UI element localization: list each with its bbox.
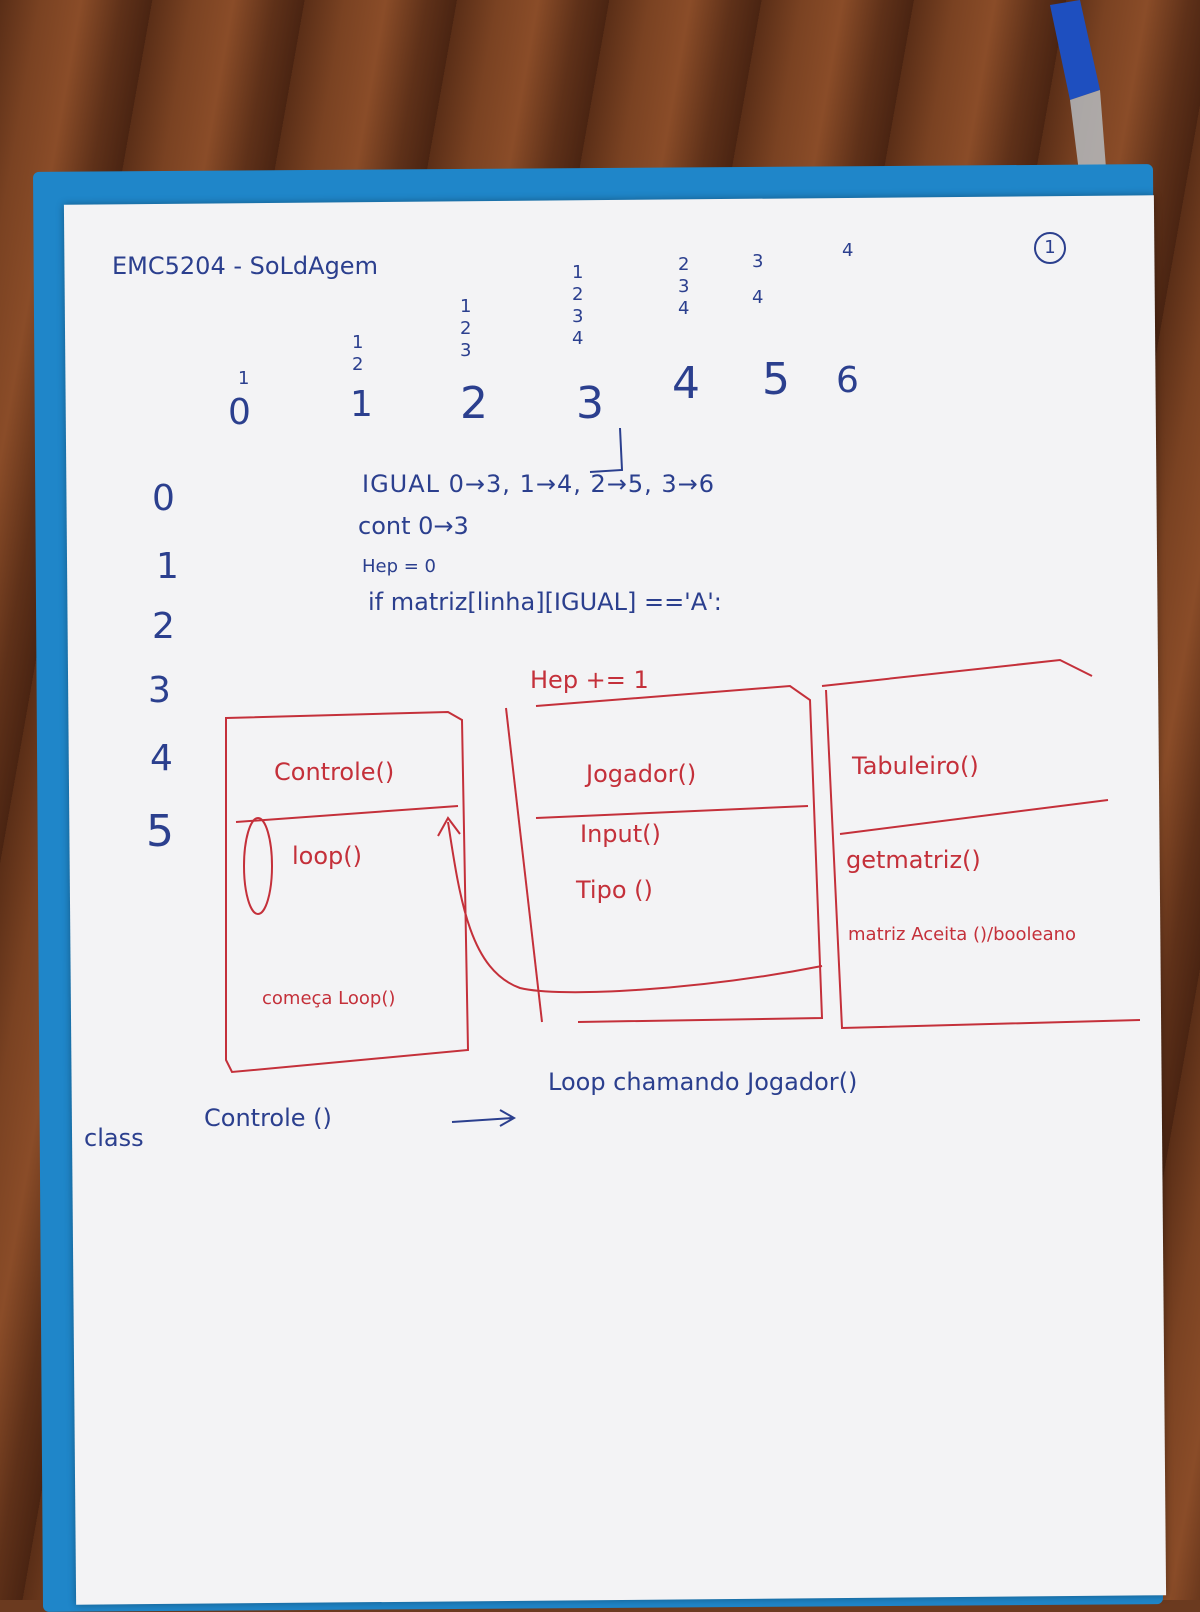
jogador-input-method: Input()	[580, 820, 661, 848]
controle-loop-method: loop()	[292, 842, 362, 870]
row-label-2: 2	[152, 606, 175, 647]
code-line-igual: IGUAL 0→3, 1→4, 2→5, 3→6	[362, 470, 716, 498]
col0-stack: 1	[238, 368, 250, 389]
code-line-if: if matriz[linha][IGUAL] =='A':	[368, 588, 722, 616]
jogador-tipo-method: Tipo ()	[576, 876, 653, 904]
code-line-hep: Hep = 0	[362, 556, 437, 577]
footer-description: Loop chamando Jogador()	[548, 1068, 858, 1096]
page-title: EMC5204 - SoLdAgem	[112, 252, 378, 280]
col-header-4: 4	[672, 358, 700, 409]
row-label-0: 0	[152, 478, 175, 519]
jogador-title: Jogador()	[586, 760, 697, 788]
row-label-3: 3	[148, 670, 171, 711]
col-header-3: 3	[576, 378, 604, 429]
col-header-0: 0	[228, 392, 251, 433]
code-line-cont: cont 0→3	[358, 512, 469, 540]
controle-comeca-loop-method: começa Loop()	[262, 988, 396, 1009]
page-number-badge: 1	[1034, 232, 1066, 264]
col-header-5: 5	[762, 354, 790, 405]
footer-class-name: Controle ()	[204, 1104, 332, 1132]
code-line-increment: Hep += 1	[530, 666, 649, 694]
footer-class-keyword: class	[84, 1124, 144, 1152]
row-label-5: 5	[146, 806, 174, 857]
row-label-1: 1	[156, 546, 179, 587]
tabuleiro-title: Tabuleiro()	[852, 752, 979, 780]
controle-title: Controle()	[274, 758, 395, 786]
row-label-4: 4	[150, 738, 173, 779]
col6-stack: 4	[842, 240, 854, 261]
col-header-6: 6	[836, 360, 859, 401]
tabuleiro-matriz-aceita-method: matriz Aceita ()/booleano	[848, 924, 1077, 945]
col-header-2: 2	[460, 378, 488, 429]
col-header-1: 1	[350, 384, 373, 425]
tabuleiro-getmatriz-method: getmatriz()	[846, 846, 981, 874]
